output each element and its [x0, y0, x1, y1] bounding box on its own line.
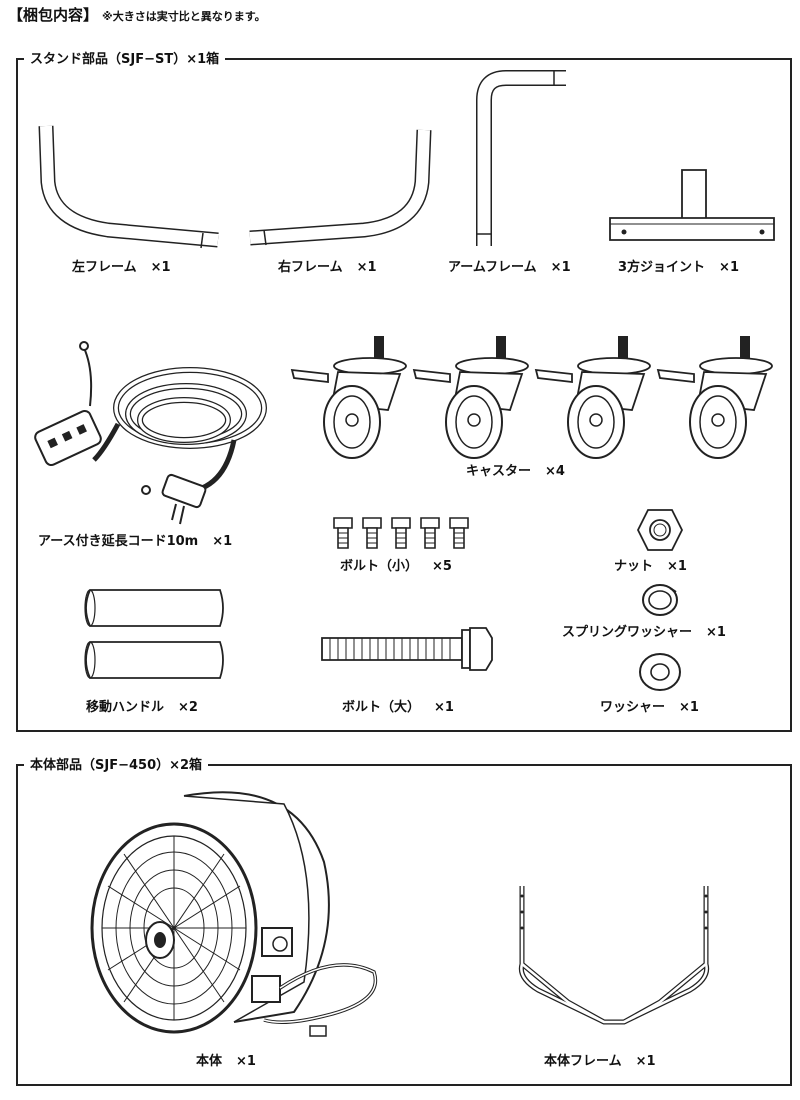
caster-illustration: [532, 336, 650, 460]
stand-parts-title: スタンド部品（SJF−ST）×1箱: [24, 48, 226, 67]
caster-label: キャスター×4: [466, 464, 565, 479]
small-bolt-label: ボルト（小）×5: [340, 559, 452, 574]
body-parts-title: 本体部品（SJF−450）×2箱: [24, 754, 209, 773]
caster-illustration: [410, 336, 528, 460]
large-bolt-label: ボルト（大）×1: [342, 700, 454, 715]
washer-illustration: [638, 652, 682, 692]
scale-note: ※大きさは実寸比と異なります。: [102, 10, 266, 23]
extension-cord-label: アース付き延長コード10m×1: [38, 534, 233, 549]
extension-cord-illustration: [34, 340, 274, 526]
page-header: 【梱包内容】※大きさは実寸比と異なります。: [8, 4, 266, 25]
right-frame-label: 右フレーム×1: [278, 260, 377, 275]
nut-label: ナット×1: [614, 559, 687, 574]
body-parts-box: [16, 764, 792, 1086]
nut-illustration: [636, 508, 684, 552]
body-frame-illustration: [508, 882, 720, 1036]
right-frame-illustration: [244, 126, 434, 246]
fan-body-label: 本体×1: [196, 1054, 256, 1069]
spring-washer-illustration: [640, 582, 680, 618]
small-bolt-illustration: [330, 516, 480, 550]
large-bolt-illustration: [318, 624, 494, 674]
handle-label: 移動ハンドル×2: [86, 700, 198, 715]
page-title: 【梱包内容】: [8, 6, 99, 24]
spring-washer-label: スプリングワッシャー×1: [562, 625, 726, 640]
caster-illustration: [654, 336, 772, 460]
washer-label: ワッシャー×1: [600, 700, 699, 715]
arm-frame-label: アームフレーム×1: [448, 260, 571, 275]
stand-parts-box: [16, 58, 792, 732]
body-frame-label: 本体フレーム×1: [544, 1054, 656, 1069]
caster-illustration: [288, 336, 406, 460]
left-frame-illustration: [38, 122, 238, 246]
fan-body-illustration: [84, 782, 384, 1044]
left-frame-label: 左フレーム×1: [72, 260, 171, 275]
three-way-joint-label: 3方ジョイント×1: [618, 260, 739, 275]
handle-illustration: [80, 588, 230, 688]
arm-frame-illustration: [470, 66, 570, 252]
three-way-joint-illustration: [608, 168, 778, 244]
